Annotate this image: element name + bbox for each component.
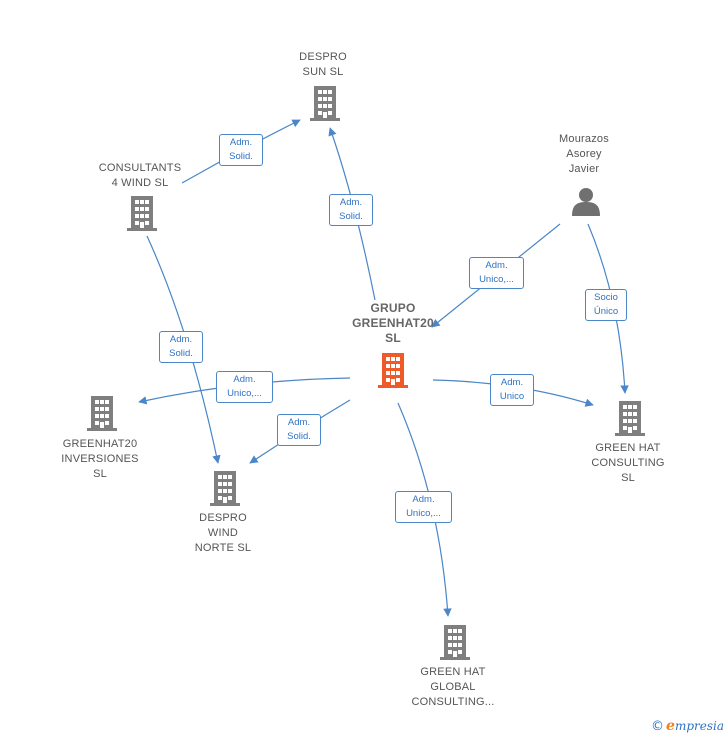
edge-label-e8[interactable]: Adm. Unico [490,374,534,406]
company-icon-green-hat-global[interactable] [440,625,470,660]
edge-label-e1[interactable]: Adm. Solid. [219,134,263,166]
edge-label-e4[interactable]: Socio Único [585,289,627,321]
edge-label-e7[interactable]: Adm. Solid. [277,414,321,446]
edge-label-e9[interactable]: Adm. Unico,... [395,491,452,523]
node-label-despro-sun[interactable]: DESPRO SUN SL [299,51,347,78]
person-icon-mourazos[interactable] [572,188,600,216]
company-icon-despro-wind-norte[interactable] [210,471,240,506]
main-company-icon[interactable] [378,353,408,388]
copyright-icon: © [651,719,665,734]
edge-label-e3[interactable]: Adm. Unico,... [469,257,524,289]
company-icon-green-hat-consulting[interactable] [615,401,645,436]
edge-label-e6[interactable]: Adm. Unico,... [216,371,273,403]
empresia-logo-initial: e [666,718,675,734]
node-label-grupo-greenhat20[interactable]: GRUPO GREENHAT20 SL [352,301,434,345]
empresia-watermark: ©empresia [651,718,724,734]
empresia-logo-text: mpresia [674,719,724,733]
node-label-green-hat-global-consulting[interactable]: GREEN HAT GLOBAL CONSULTING... [411,666,495,708]
node-label-green-hat-consulting[interactable]: GREEN HAT CONSULTING SL [591,442,665,484]
node-label-mourazos-asorey-javier[interactable]: Mourazos Asorey Javier [559,133,609,175]
edge-label-e2[interactable]: Adm. Solid. [329,194,373,226]
company-icon-greenhat20-inversiones[interactable] [87,396,117,431]
edge-label-e5[interactable]: Adm. Solid. [159,331,203,363]
company-icon-despro-sun[interactable] [310,86,340,121]
node-label-consultants-4-wind[interactable]: CONSULTANTS 4 WIND SL [98,162,182,189]
company-icon-consultants-4-wind[interactable] [127,196,157,231]
node-label-greenhat20-inversiones[interactable]: GREENHAT20 INVERSIONES SL [61,438,139,480]
node-label-despro-wind-norte[interactable]: DESPRO WIND NORTE SL [194,512,252,554]
